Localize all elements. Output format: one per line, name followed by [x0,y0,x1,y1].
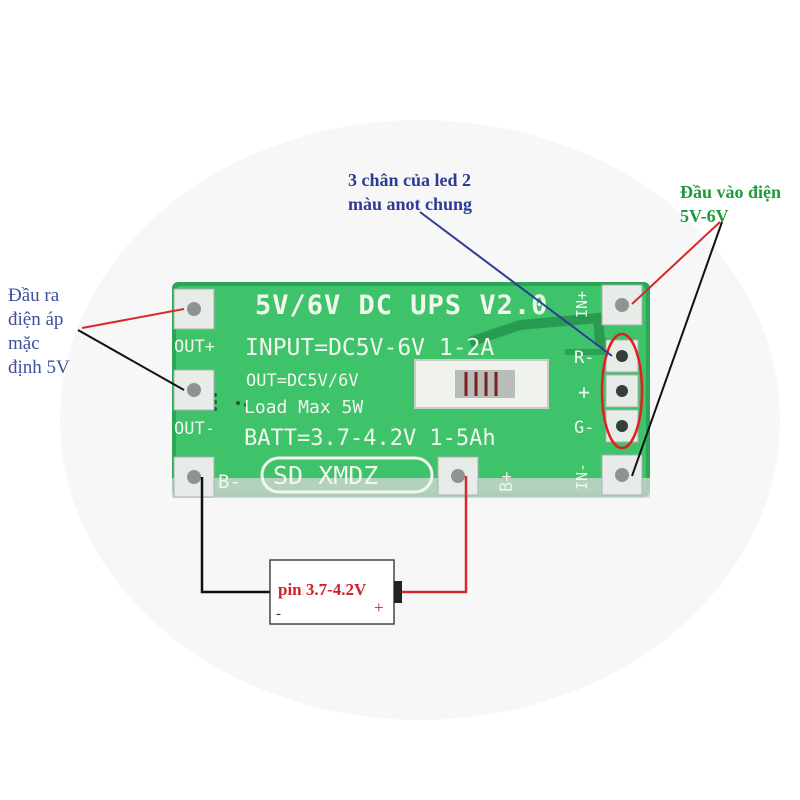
output-annotation-line: điện áp [8,309,64,330]
input-annotation: Đầu vào điện 5V-6V [680,180,781,228]
pcb-board [172,282,650,498]
input-spec: INPUT=DC5V-6V 1-2A [245,335,494,361]
battery-label: pin 3.7-4.2V [278,580,367,599]
label-out-plus: OUT+ [174,337,215,357]
label-out-minus: OUT- [174,419,215,439]
pad-b-minus [173,456,215,498]
label-led-g: G- [574,418,594,438]
output-annotation-line: định 5V [8,357,70,378]
silkscreen: 5V/6V DC UPS V2.0 INPUT=DC5V-6V 1-2A OUT… [174,290,594,493]
label-in-plus: IN+ [573,291,591,318]
brand-text: SD XMDZ [273,461,378,490]
battery [269,559,402,625]
label-b-plus: B+ [497,472,517,492]
output-annotation: Đầu ra điện áp mặc định 5V [8,284,118,380]
load-spec: Load Max 5W [244,397,363,418]
battery-minus-sign: - [276,606,281,622]
annotation-lines [77,211,723,477]
pad-out-minus [173,369,215,411]
solder-pads [173,284,643,498]
battery-wires [200,476,468,594]
input-annotation-line: 5V-6V [680,206,729,226]
pad-in-minus [601,454,643,496]
led-annotation-line: màu anot chung [348,194,473,214]
pad-in-plus [601,284,643,326]
input-annotation-line: Đầu vào điện [680,182,782,202]
led-annotation-line: 3 chân của led 2 [348,170,472,190]
led-pins-highlight [600,332,644,450]
board-title: 5V/6V DC UPS V2.0 [255,290,548,321]
pad-led-common [605,374,639,408]
label-b-minus: B- [218,471,241,493]
out-spec: OUT=DC5V/6V [246,371,359,391]
output-annotation-line: mặc [8,333,40,354]
batt-spec: BATT=3.7-4.2V 1-5Ah [244,426,496,451]
output-annotation-line: Đầu ra [8,285,60,306]
label-led-plus: + [578,380,590,404]
led-annotation: 3 chân của led 2 màu anot chung [348,168,472,216]
pad-b-plus [437,456,479,496]
battery-plus-sign: + [374,598,384,617]
brand-oval [260,456,434,494]
label-led-r: R- [574,348,594,368]
label-in-minus: IN- [573,463,591,490]
